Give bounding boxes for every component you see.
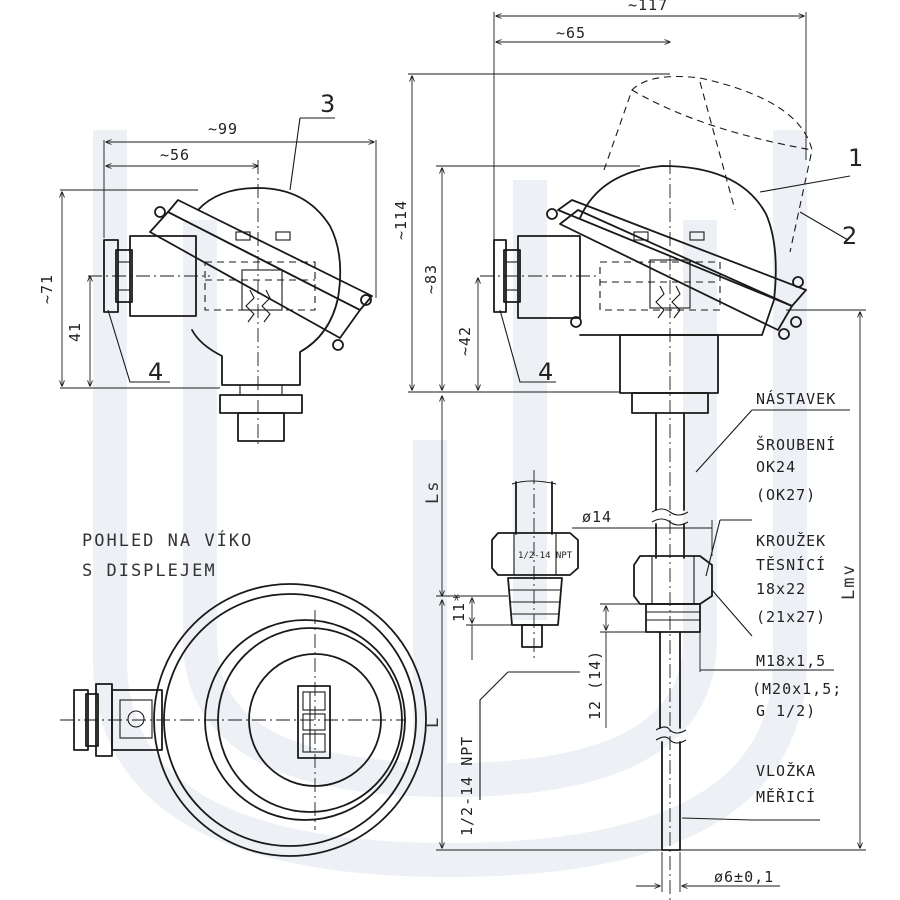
watermark-logo bbox=[93, 130, 807, 878]
label-thread-2: (M20x1,5; bbox=[752, 680, 842, 698]
label-krouzek-1: KROUŽEK bbox=[756, 531, 826, 550]
dim-l: L bbox=[423, 716, 443, 728]
label-krouzek-2: TĚSNÍCÍ bbox=[756, 555, 826, 574]
label-sroubeni-2: OK24 bbox=[756, 458, 796, 476]
dim-lmv: Lmv bbox=[839, 563, 859, 600]
callout-4-right: 4 bbox=[538, 358, 553, 386]
label-thread-3: G 1/2) bbox=[756, 702, 816, 720]
dim-117: ~117 bbox=[628, 0, 668, 14]
label-vlozka-1: VLOŽKA bbox=[756, 761, 816, 780]
dim-99: ~99 bbox=[208, 120, 238, 138]
dim-41: 41 bbox=[66, 322, 84, 342]
label-krouzek-4: (21x27) bbox=[756, 608, 826, 626]
view-title-line-1: POHLED NA VÍKO bbox=[82, 529, 253, 551]
dim-npt: 1/2-14 NPT bbox=[458, 736, 476, 836]
callout-numbers: 3 1 2 4 4 bbox=[148, 90, 863, 386]
label-thread-1: M18x1,5 bbox=[756, 652, 826, 670]
dim-71: ~71 bbox=[38, 274, 56, 304]
dim-ls: Ls bbox=[423, 480, 443, 504]
dim-d6: ø6±0,1 bbox=[714, 868, 774, 886]
dim-65: ~65 bbox=[556, 24, 586, 42]
npt-mark: 1/2-14 NPT bbox=[518, 551, 573, 561]
left-side-view bbox=[60, 117, 377, 445]
callout-4-left: 4 bbox=[148, 358, 163, 386]
callout-3: 3 bbox=[320, 90, 335, 118]
part-labels: POHLED NA VÍKO S DISPLEJEM NÁSTAVEK ŠROU… bbox=[82, 389, 842, 806]
dim-114: ~114 bbox=[392, 200, 410, 240]
dim-d14: ø14 bbox=[582, 508, 612, 526]
lid-top-view bbox=[60, 583, 427, 857]
dim-12: 12 (14) bbox=[586, 650, 604, 720]
callout-2: 2 bbox=[842, 222, 857, 250]
right-main-view bbox=[408, 12, 866, 900]
dim-56: ~56 bbox=[160, 146, 190, 164]
callout-1: 1 bbox=[848, 144, 863, 172]
label-krouzek-3: 18x22 bbox=[756, 580, 806, 598]
dim-42: ~42 bbox=[456, 326, 474, 356]
label-sroubeni-3: (OK27) bbox=[756, 486, 816, 504]
label-vlozka-2: MĚŘICÍ bbox=[756, 787, 816, 806]
label-nastavek: NÁSTAVEK bbox=[756, 389, 836, 408]
view-title-line-2: S DISPLEJEM bbox=[82, 561, 217, 581]
label-sroubeni-1: ŠROUBENÍ bbox=[756, 435, 836, 454]
dimension-labels: ~117 ~65 ~99 ~56 ~114 ~83 ~71 41 ~42 Ls … bbox=[38, 0, 859, 886]
dim-83: ~83 bbox=[422, 264, 440, 294]
npt-fitting-detail bbox=[466, 470, 580, 800]
dim-11: 11* bbox=[450, 592, 468, 622]
